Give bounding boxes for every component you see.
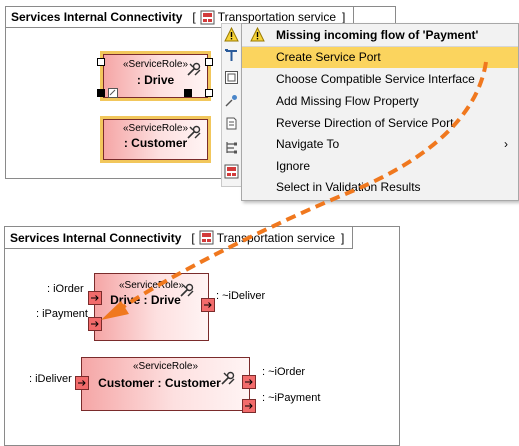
resize-handle[interactable] <box>97 89 105 97</box>
connector-tool-icon[interactable] <box>224 93 239 108</box>
note-tool-icon[interactable] <box>224 116 239 131</box>
port-label: : iOrder <box>47 283 84 295</box>
port-ideliver-conjugate[interactable] <box>201 298 215 312</box>
menu-item-choose-compatible-service-interface[interactable]: Choose Compatible Service Interface <box>242 69 518 90</box>
port-ideliver[interactable] <box>75 376 89 390</box>
top-diagram-context: Transportation service <box>217 10 337 24</box>
validation-context-menu: Missing incoming flow of 'Payment' Creat… <box>241 23 519 201</box>
menu-item-ignore[interactable]: Ignore <box>242 156 518 177</box>
port-label: : iPayment <box>36 308 88 320</box>
drive-part-selected[interactable]: «ServiceRole» : Drive <box>100 51 211 101</box>
port-label: : ~iDeliver <box>216 290 266 302</box>
resize-handle[interactable] <box>97 58 105 66</box>
service-role-icon <box>187 62 201 76</box>
submenu-arrow-icon: › <box>504 137 508 151</box>
port-label: : ~iPayment <box>262 392 321 404</box>
bracket-close: ] <box>341 230 345 245</box>
menu-header-text: Missing incoming flow of 'Payment' <box>276 28 479 42</box>
warning-icon <box>250 27 265 42</box>
bottom-diagram-title: Services Internal Connectivity <box>10 230 182 245</box>
bottom-diagram-context: Transportation service <box>216 230 336 245</box>
bottom-diagram-header: Services Internal Connectivity [ Transpo… <box>5 227 354 249</box>
service-role-icon <box>180 283 194 297</box>
resize-handle[interactable] <box>205 58 213 66</box>
port-label: : ~iOrder <box>262 366 306 378</box>
text-tool-icon[interactable] <box>224 48 239 63</box>
small-action-icon[interactable] <box>108 88 118 98</box>
service-role-icon <box>187 125 201 139</box>
layout-tool-icon[interactable] <box>224 140 239 155</box>
diagram-context-icon <box>199 230 214 245</box>
top-diagram-header: Services Internal Connectivity [ Transpo… <box>6 7 355 28</box>
top-diagram-title: Services Internal Connectivity <box>11 10 183 24</box>
menu-header: Missing incoming flow of 'Payment' <box>242 24 518 47</box>
port-iorder-conjugate[interactable] <box>242 375 256 389</box>
port-ipayment[interactable] <box>88 317 102 331</box>
stereotype-label: «ServiceRole» <box>132 361 199 372</box>
port-iorder[interactable] <box>88 291 102 305</box>
resize-handle[interactable] <box>205 89 213 97</box>
port-ipayment-conjugate[interactable] <box>242 399 256 413</box>
menu-item-label: Add Missing Flow Property <box>276 94 419 108</box>
bracket-open: [ <box>191 230 195 245</box>
customer-part[interactable]: «ServiceRole» Customer : Customer <box>81 357 250 411</box>
drive-part[interactable]: «ServiceRole» Drive : Drive <box>94 273 209 341</box>
warning-icon[interactable] <box>224 27 239 42</box>
bracket-close: ] <box>342 10 346 24</box>
menu-item-create-service-port[interactable]: Create Service Port <box>242 47 518 68</box>
diagram-context-icon <box>200 10 215 24</box>
menu-item-navigate-to[interactable]: Navigate To › <box>242 134 518 155</box>
service-role-icon <box>221 371 235 385</box>
port-label: : iDeliver <box>29 373 72 385</box>
part-name: Customer : Customer <box>98 376 221 390</box>
menu-item-add-missing-flow-property[interactable]: Add Missing Flow Property <box>242 91 518 112</box>
menu-item-label: Select in Validation Results <box>276 180 421 194</box>
menu-item-reverse-direction[interactable]: Reverse Direction of Service Port <box>242 113 518 134</box>
menu-item-select-in-validation-results[interactable]: Select in Validation Results <box>242 177 518 198</box>
menu-item-label: Navigate To <box>276 137 340 151</box>
smart-manipulator-toolbar <box>221 23 242 187</box>
menu-item-label: Create Service Port <box>276 50 381 64</box>
bracket-open: [ <box>192 10 196 24</box>
menu-item-label: Ignore <box>276 159 311 173</box>
customer-part-selected[interactable]: «ServiceRole» : Customer <box>100 116 211 163</box>
image-tool-icon[interactable] <box>224 70 239 85</box>
menu-item-label: Reverse Direction of Service Port <box>276 116 454 130</box>
menu-item-label: Choose Compatible Service Interface <box>276 72 475 86</box>
diagram-context-icon[interactable] <box>224 164 239 179</box>
resize-handle[interactable] <box>184 89 192 97</box>
